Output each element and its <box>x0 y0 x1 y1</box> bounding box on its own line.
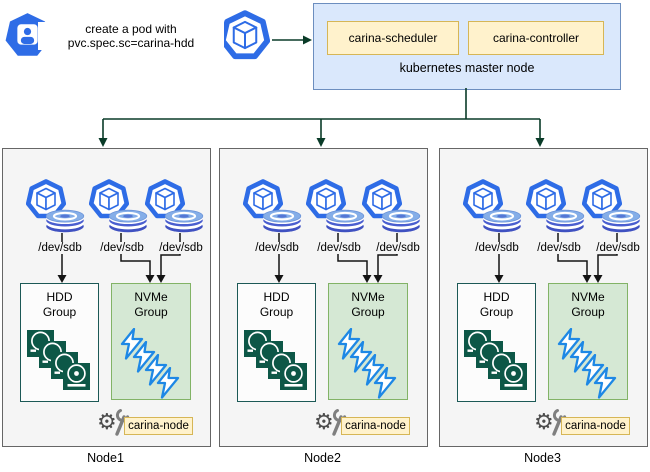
hdd-group-box: HDD Group <box>20 283 99 402</box>
carina-node-badge: carina-node <box>561 417 630 435</box>
lightning-icon <box>373 367 397 399</box>
node-name: Node1 <box>87 451 124 465</box>
hdd-platter-icon <box>500 363 527 390</box>
disk-stack-icon <box>600 207 642 233</box>
hdd-group-label: HDD Group <box>479 290 514 319</box>
lightning-icon <box>156 367 180 399</box>
hdd-group-box: HDD Group <box>237 283 316 402</box>
gear-icon: ⚙ <box>314 409 334 434</box>
carina-controller-box: carina-controller <box>468 21 604 55</box>
node-box-2: /dev/sdb /dev/sdb /dev/sdb HDD Group NVM… <box>219 148 428 447</box>
disk-stack-icon <box>481 207 523 233</box>
pod-icon <box>220 10 270 60</box>
gear-icon: ⚙ <box>534 409 554 434</box>
device-label: /dev/sdb <box>36 242 84 254</box>
node-name: Node2 <box>304 451 341 465</box>
carina-node-badge: carina-node <box>124 417 193 435</box>
disk-stack-icon <box>544 207 586 233</box>
disk-stack-icon <box>380 207 422 233</box>
device-label: /dev/sdb <box>374 242 422 254</box>
gear-wrench-icon: ⚙ <box>97 407 129 441</box>
disk-stack-icon <box>163 207 205 233</box>
kubernetes-master-node-box: carina-scheduler carina-controller kuber… <box>313 3 621 90</box>
device-label: /dev/sdb <box>315 242 363 254</box>
disk-stack-icon <box>324 207 366 233</box>
hdd-platter-icon <box>280 363 307 390</box>
carina-scheduler-box: carina-scheduler <box>327 21 459 55</box>
hdd-platter-icon <box>63 363 90 390</box>
device-label: /dev/sdb <box>98 242 146 254</box>
create-pod-annotation: create a pod with pvc.spec.sc=carina-hdd <box>38 22 224 50</box>
carina-node-badge: carina-node <box>341 417 410 435</box>
nvme-group-box: NVMe Group <box>548 283 628 400</box>
nvme-group-box: NVMe Group <box>328 283 408 400</box>
device-label: /dev/sdb <box>157 242 205 254</box>
node-name: Node3 <box>524 451 561 465</box>
device-label: /dev/sdb <box>473 242 521 254</box>
nvme-group-label: NVMe Group <box>571 290 605 319</box>
nvme-group-label: NVMe Group <box>351 290 385 319</box>
device-label: /dev/sdb <box>594 242 642 254</box>
nvme-group-box: NVMe Group <box>111 283 191 400</box>
hdd-group-label: HDD Group <box>259 290 294 319</box>
gear-wrench-icon: ⚙ <box>534 407 566 441</box>
device-label: /dev/sdb <box>535 242 583 254</box>
disk-stack-icon <box>107 207 149 233</box>
nvme-group-label: NVMe Group <box>134 290 168 319</box>
hdd-group-label: HDD Group <box>42 290 77 319</box>
node-box-1: /dev/sdb /dev/sdb /dev/sdb HDD Group NVM… <box>2 148 211 447</box>
lightning-icon <box>593 367 617 399</box>
disk-stack-icon <box>261 207 303 233</box>
gear-icon: ⚙ <box>97 409 117 434</box>
disk-stack-icon <box>44 207 86 233</box>
master-node-label: kubernetes master node <box>399 61 535 75</box>
gear-wrench-icon: ⚙ <box>314 407 346 441</box>
device-label: /dev/sdb <box>253 242 301 254</box>
node-box-3: /dev/sdb /dev/sdb /dev/sdb HDD Group NVM… <box>439 148 648 447</box>
hdd-group-box: HDD Group <box>457 283 536 402</box>
